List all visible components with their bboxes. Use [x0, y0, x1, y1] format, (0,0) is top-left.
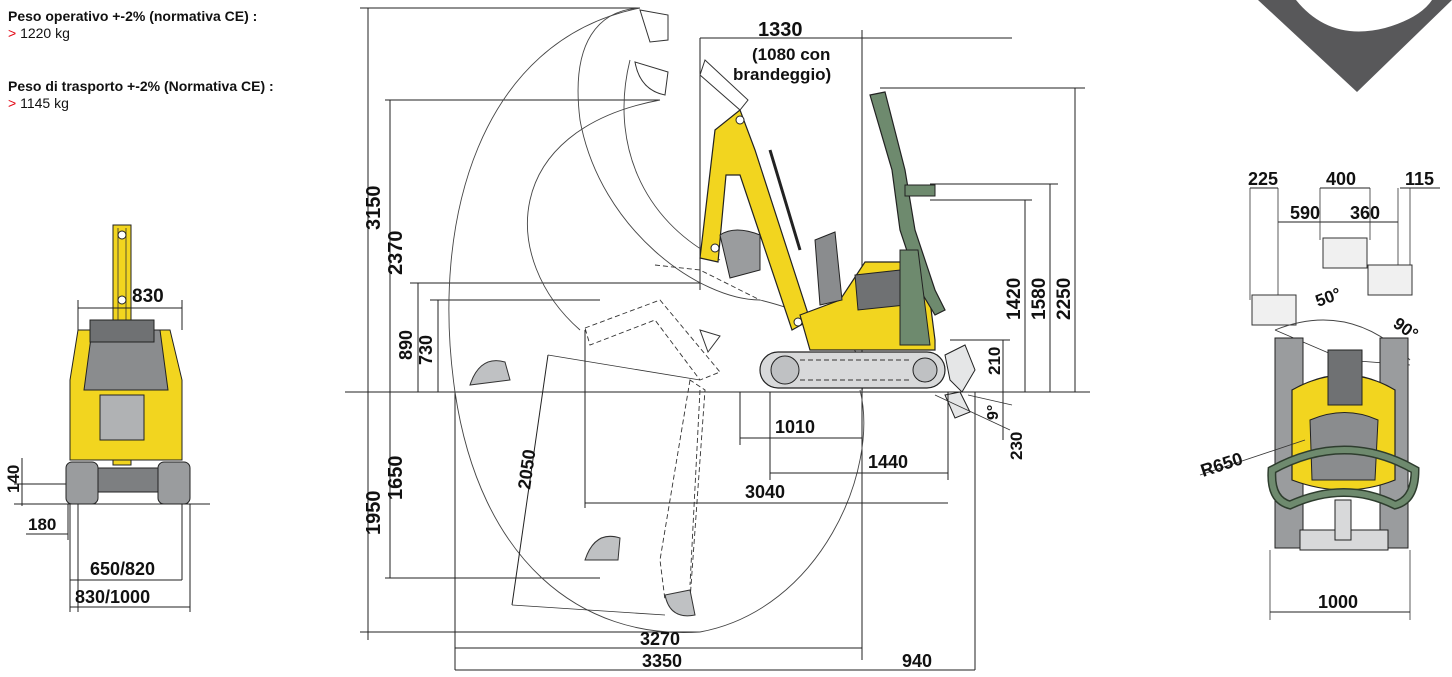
transport-weight-spec: Peso di trasporto +-2% (Normativa CE) : … [8, 78, 274, 112]
dim-2370: 2370 [385, 231, 407, 276]
dim-1010: 1010 [775, 417, 815, 437]
blade-angle-9: 9° [985, 405, 1002, 420]
ground-clearance-140: 140 [4, 465, 23, 493]
reach-1330: 1330 [758, 19, 803, 41]
reach-note-2: brandeggio) [733, 65, 831, 84]
dim-1440: 1440 [868, 452, 908, 472]
track-width-180: 180 [28, 515, 56, 534]
radius-r650: R650 [1198, 448, 1245, 480]
bullet-arrow: > [8, 95, 17, 111]
transport-weight-label: Peso di trasporto +-2% (Normativa CE) : [8, 78, 274, 94]
dim-3270: 3270 [640, 629, 680, 649]
angle-50: 50° [1313, 284, 1344, 311]
dim-940: 940 [902, 651, 932, 671]
height-1580: 1580 [1029, 278, 1050, 320]
dim-730: 730 [416, 335, 436, 365]
overall-width: 830/1000 [75, 587, 150, 607]
dim-890: 890 [396, 330, 416, 360]
dim-3350: 3350 [642, 651, 682, 671]
operating-weight-label: Peso operativo +-2% (normativa CE) : [8, 8, 258, 24]
top-width-1000: 1000 [1318, 592, 1358, 612]
track-gauge: 650/820 [90, 559, 155, 579]
bullet-arrow: > [8, 25, 17, 41]
dim-3040: 3040 [745, 482, 785, 502]
front-view: 830 140 180 650/820 830/1000 [4, 224, 210, 612]
dim-1950: 1950 [363, 491, 385, 536]
operating-weight-value: 1220 kg [20, 25, 70, 41]
dim-3150: 3150 [363, 186, 385, 231]
top-view: 225 400 115 590 360 50° 90° R650 [1198, 169, 1440, 620]
top-dim-590: 590 [1290, 203, 1320, 223]
dim-2050: 2050 [514, 448, 539, 490]
reach-note-1: (1080 con [752, 45, 830, 64]
height-2250: 2250 [1054, 278, 1075, 320]
badge-chevron [1258, 0, 1452, 92]
badge-arc [1296, 0, 1432, 32]
operating-weight-spec: Peso operativo +-2% (normativa CE) : > 1… [8, 8, 257, 42]
transport-weight-value: 1145 kg [20, 95, 69, 111]
dim-1650: 1650 [385, 456, 407, 501]
top-dim-225: 225 [1248, 169, 1278, 189]
top-dim-400: 400 [1326, 169, 1356, 189]
blade-lift-210: 210 [985, 347, 1004, 375]
front-width-830: 830 [132, 286, 164, 307]
side-view: 2050 [345, 7, 1090, 671]
top-dim-115: 115 [1405, 169, 1434, 189]
blade-depth-230: 230 [1007, 432, 1026, 460]
top-dim-360: 360 [1350, 203, 1380, 223]
height-1420: 1420 [1004, 278, 1025, 320]
